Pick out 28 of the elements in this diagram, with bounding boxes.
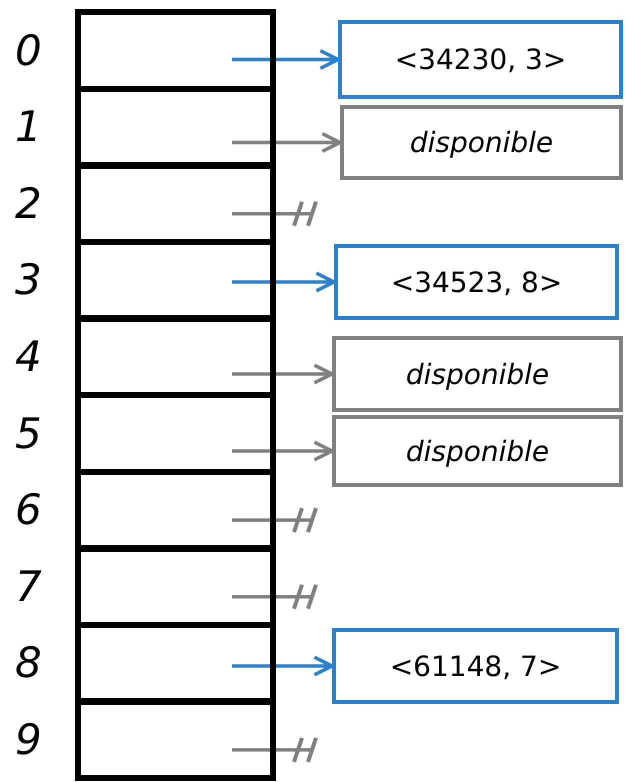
index-number: 7 (15, 566, 42, 608)
index-number: 8 (15, 642, 42, 684)
record-text: <34523, 8> (390, 266, 562, 298)
record-box (332, 415, 623, 487)
record-box (332, 336, 623, 412)
record-box (332, 628, 619, 704)
arrow (232, 132, 342, 154)
arrow (232, 271, 336, 293)
index-number: 4 (15, 336, 42, 378)
record-text: disponible (410, 126, 554, 159)
record-box (334, 244, 619, 320)
index-number: 9 (15, 718, 42, 761)
arrow (232, 440, 334, 462)
record-text: <61148, 7> (390, 650, 562, 682)
index-number: 0 (15, 30, 42, 72)
record-box (338, 20, 623, 99)
arrow (232, 655, 334, 677)
record-text: <34230, 3> (394, 43, 566, 76)
arrow (232, 363, 334, 385)
index-number: 6 (15, 489, 42, 532)
index-number: 2 (15, 182, 42, 225)
record-text: disponible (406, 358, 550, 390)
arrow (232, 48, 340, 70)
record-box (340, 105, 623, 180)
index-number: 3 (15, 259, 42, 302)
index-number: 1 (15, 106, 42, 148)
record-text: disponible (406, 434, 550, 468)
index-number: 5 (15, 412, 42, 454)
